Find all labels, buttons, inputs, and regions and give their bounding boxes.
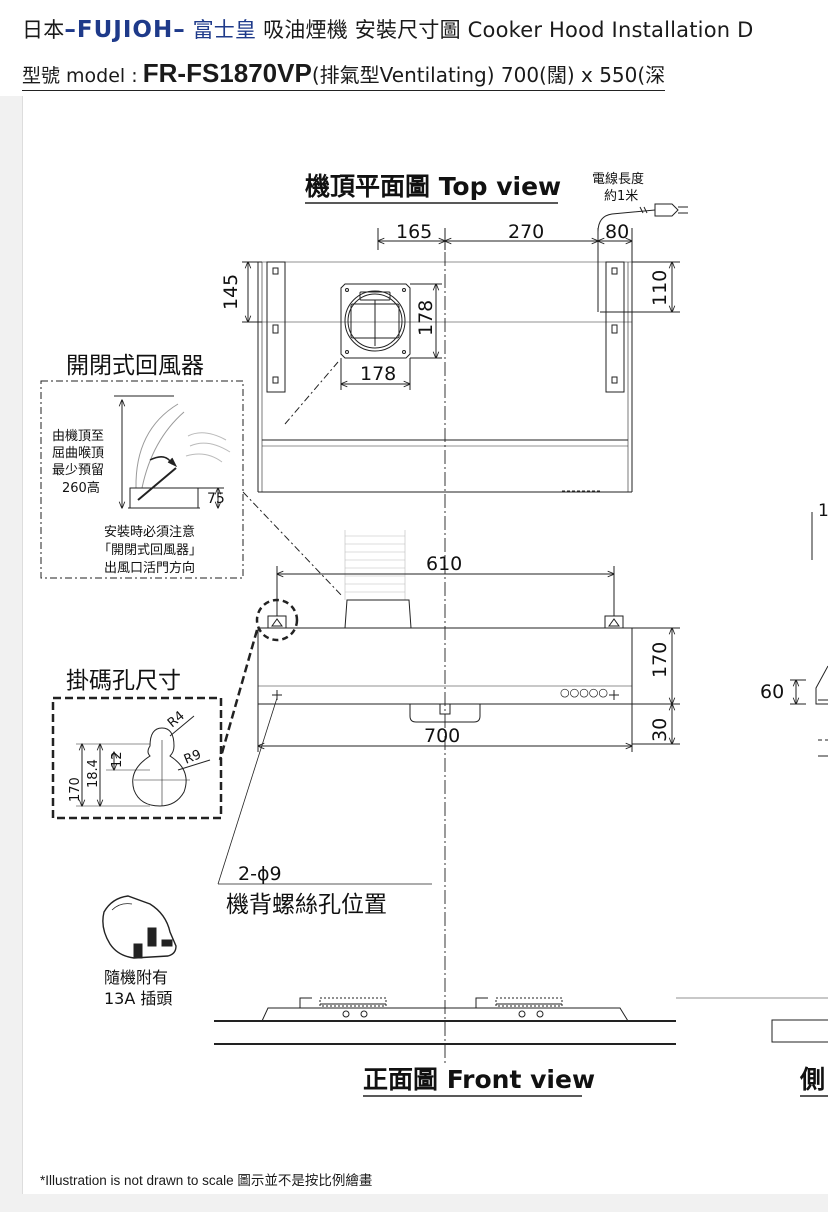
model-label: 型號 model :: [22, 65, 138, 87]
prefix-text: 日本: [22, 18, 65, 42]
brand-chinese: 富士皇: [192, 18, 257, 42]
hook-r4: R4: [165, 708, 188, 731]
damper-caution-2: 「開閉式回風器」: [98, 543, 202, 558]
damper-caution-3: 出風口活門方向: [104, 560, 195, 576]
side-view-partial: [771, 512, 828, 1043]
screw-label: 機背螺絲孔位置: [226, 892, 387, 918]
damper-illustration: [114, 395, 231, 508]
duct-hatch: [344, 530, 406, 600]
side-view-title: 側: [799, 1065, 825, 1094]
header-bar: 日本–FUJIOH– 富士皇 吸油煙機 安裝尺寸圖 Cooker Hood In…: [0, 0, 828, 96]
brand-logo: FUJIOH: [76, 17, 174, 43]
plug-label-2: 13A 插頭: [104, 989, 172, 1008]
stove-counter: [214, 997, 828, 1045]
dim-145: 145: [220, 274, 242, 310]
title-line: 日本–FUJIOH– 富士皇 吸油煙機 安裝尺寸圖 Cooker Hood In…: [22, 17, 754, 43]
hook-dim-170: 170: [68, 777, 83, 802]
plug-icon: [102, 895, 177, 959]
damper-note-3: 最少預留: [52, 463, 104, 478]
dim-178-horizontal: 178: [360, 363, 396, 385]
dim-110: 110: [649, 270, 671, 306]
top-dimensions: [378, 228, 632, 262]
dim-60: 60: [760, 681, 784, 703]
dim-170: 170: [649, 642, 671, 678]
damper-note-1: 由機頂至: [52, 429, 104, 444]
damper-dim-75: 75: [207, 491, 225, 507]
side-dim-top: 1: [818, 501, 828, 521]
model-spec: (排氣型Ventilating) 700(闊) x 550(深: [311, 63, 666, 87]
hook-title: 掛碼孔尺寸: [66, 668, 181, 694]
dim-270: 270: [508, 221, 544, 243]
dim-80: 80: [605, 221, 629, 243]
hook-r9: R9: [182, 747, 204, 767]
hook-dim-18-4: 18.4: [86, 759, 101, 788]
front-view-title: 正面圖 Front view: [363, 1065, 595, 1094]
document-title: 吸油煙機 安裝尺寸圖 Cooker Hood Installation D: [263, 18, 754, 42]
exhaust-port: [340, 283, 411, 359]
control-buttons: ○○○○○: [560, 686, 608, 699]
damper-note-4: 260高: [62, 480, 100, 496]
damper-detail-frame: [40, 380, 244, 579]
screw-spec: 2-ϕ9: [238, 863, 282, 885]
footnote: *Illustration is not drawn to scale 圖示並不…: [40, 1173, 373, 1188]
model-code: FR-FS1870VP: [142, 58, 312, 88]
hook-detail-frame: [51, 696, 223, 820]
dim-700: 700: [424, 725, 460, 747]
hook-hole-callout: [255, 598, 299, 642]
keyhole-diagram: [76, 715, 211, 806]
top-view-title: 機頂平面圖 Top view: [305, 172, 561, 201]
damper-note-2: 屈曲喉頂: [52, 446, 104, 461]
cable-length-label: 電線長度: [592, 171, 644, 187]
hood-front-outline: [257, 599, 633, 723]
plug-label-1: 隨機附有: [104, 968, 168, 987]
model-line: 型號 model : FR-FS1870VP(排氣型Ventilating) 7…: [22, 58, 666, 91]
hook-dim-12: 12: [110, 751, 125, 768]
damper-title: 開閉式回風器: [66, 353, 204, 379]
dim-30: 30: [649, 718, 671, 742]
damper-caution-1: 安裝時必須注意: [104, 524, 195, 540]
drawing-sheet: [22, 96, 828, 1194]
cable-length-value: 約1米: [604, 189, 638, 204]
dim-165: 165: [396, 221, 432, 243]
dim-178-vertical: 178: [415, 300, 437, 336]
dim-610: 610: [426, 553, 462, 575]
